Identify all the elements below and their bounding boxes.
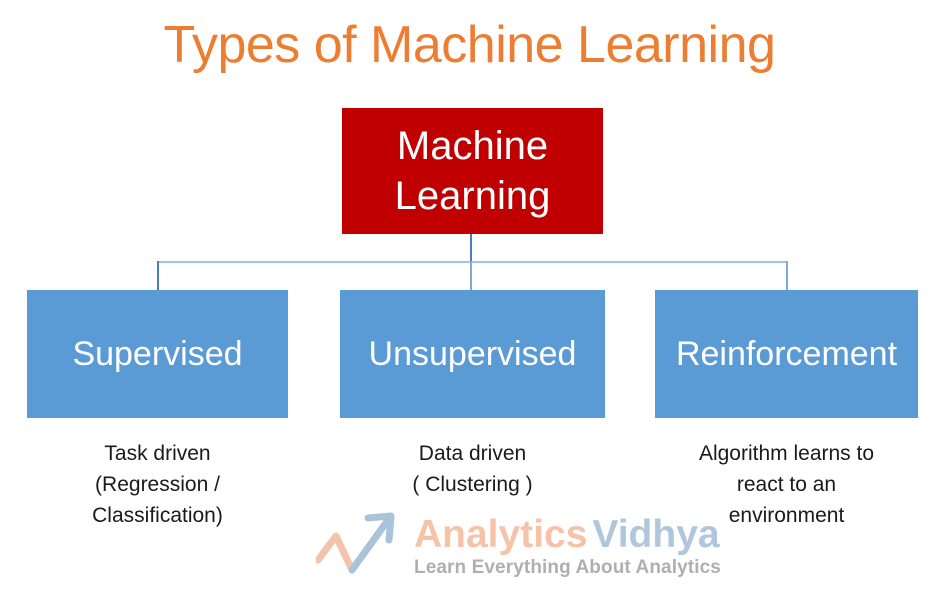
watermark-tagline: Learn Everything About Analytics [414, 557, 721, 578]
connector-drop-supervised [157, 261, 159, 290]
branch-caption-unsupervised: Data driven ( Clustering ) [412, 442, 533, 496]
connector-drop-unsupervised [470, 261, 472, 290]
watermark-word-analytics: Analytics [414, 513, 588, 556]
branch-node-supervised: Supervised [27, 290, 288, 418]
branch-node-label: Reinforcement [675, 335, 898, 373]
root-node-label: Machine Learning [394, 124, 551, 218]
branch-caption-reinforcement: Algorithm learns to react to an environm… [698, 442, 875, 527]
connector-horizontal-bus [157, 261, 788, 263]
branch-node-reinforcement: Reinforcement [655, 290, 918, 418]
watermark-word-vidhya: Vidhya [592, 513, 720, 556]
root-node-machine-learning: Machine Learning [342, 108, 603, 234]
branch-node-label: Supervised [72, 335, 243, 373]
rising-arrow-chart-icon [316, 512, 395, 574]
connector-drop-reinforcement [786, 261, 788, 290]
branch-caption-supervised: Task driven (Regression / Classification… [92, 442, 223, 527]
branch-node-label: Unsupervised [368, 335, 577, 373]
branch-node-unsupervised: Unsupervised [340, 290, 605, 418]
connector-stem-from-root [470, 234, 472, 262]
page-title: Types of Machine Learning [163, 16, 776, 74]
